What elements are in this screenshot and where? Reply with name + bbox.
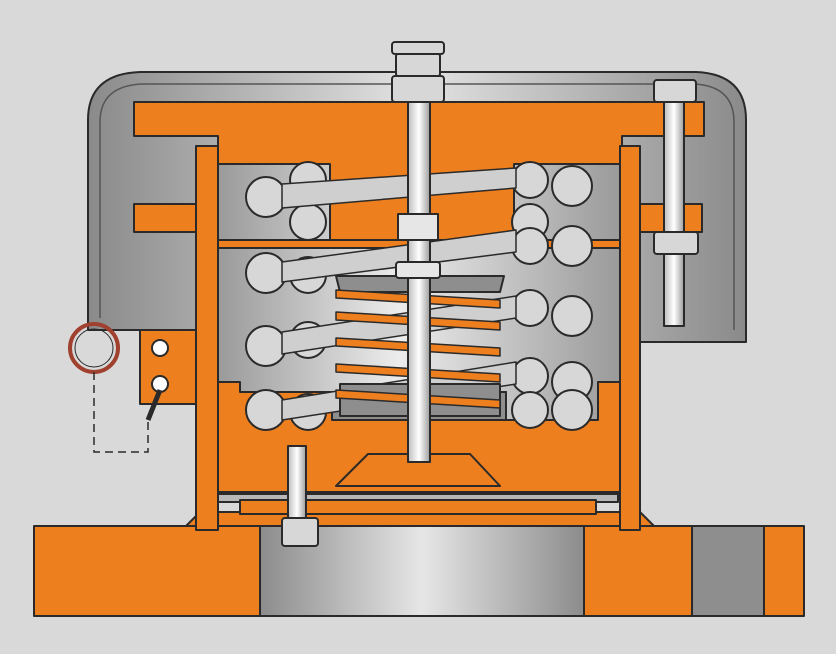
switch-indicator-icon [151,339,169,357]
switch-lever [145,389,163,421]
outer-spring-coils [245,161,593,431]
switch-bracket [139,329,197,405]
left-lug [133,203,197,233]
switch-lever-pivot-icon [151,375,169,393]
central-rod [407,53,431,463]
rod-lower-nut [397,213,439,241]
stud-bolt-shank [287,445,307,523]
left-frame-wall [195,145,219,531]
base-flange-right-insert [691,525,765,617]
right-frame-wall [619,145,641,531]
lower-seat-cone [335,453,501,487]
adjusting-bolt-shank [663,91,685,327]
rod-inner-nut [395,261,441,279]
stud-bolt-head-icon [281,517,319,547]
signal-ring-icon [68,322,120,374]
signal-wire [93,372,149,453]
top-hex-bolt-icon [391,41,445,103]
base-flange-center-bore [259,515,585,617]
adjusting-bolt-icon [653,79,699,255]
